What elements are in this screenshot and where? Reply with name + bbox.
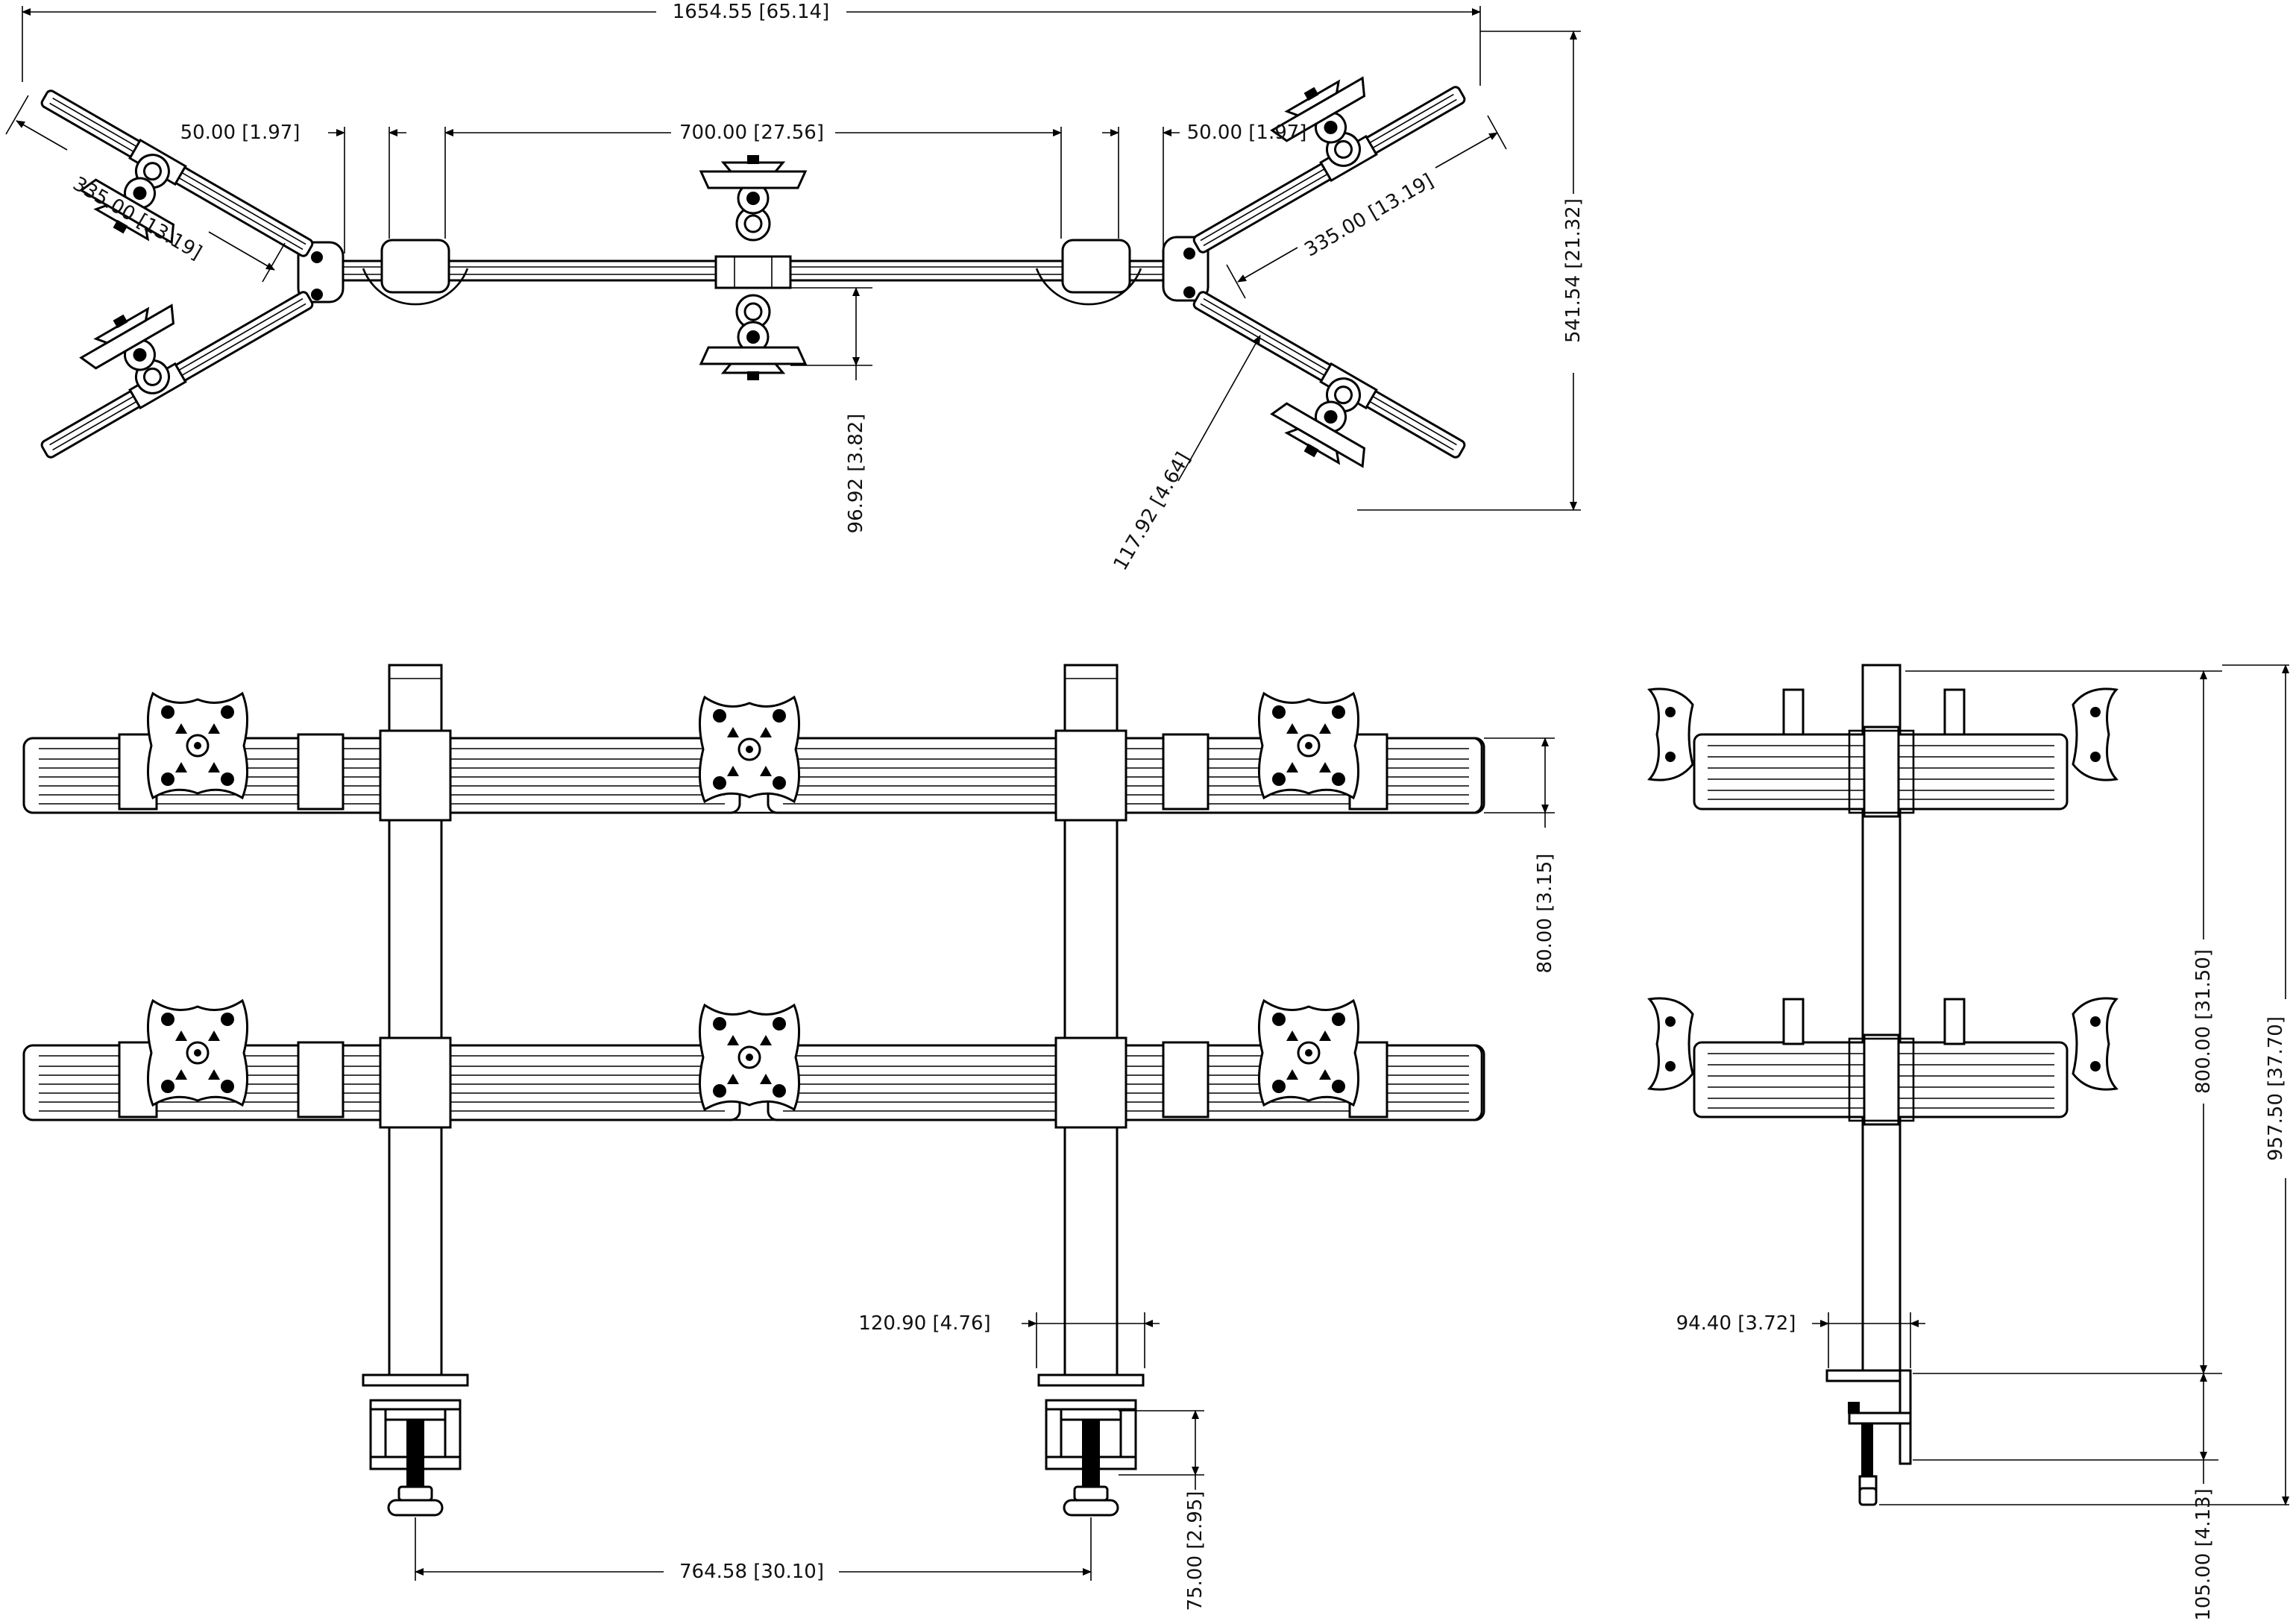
dim-side-depth: 117.92 [4.64] [1110,449,1195,575]
dim-clamp-depth: 75.00 [2.95] [1184,1491,1207,1611]
side-vesa-plate [2072,687,2118,781]
right-pole [1054,664,1127,1376]
vesa-plate [698,696,801,803]
top-view: 1654.55 [65.14] 700.00 [27.56] 50.00 [1.… [5,1,1585,574]
right-pole-base [1035,268,1142,306]
vesa-plate [146,692,249,799]
side-lower-rail [1693,1033,2069,1126]
right-upper-arm [1192,63,1466,254]
dim-left-offset: 50.00 [1.97] [180,122,301,144]
dim-pole-spacing-top: 700.00 [27.56] [679,122,824,144]
side-vesa-plate [2072,997,2118,1091]
dim-clamp-width-front: 120.90 [4.76] [858,1312,990,1335]
side-desk-clamp [1825,1369,1912,1506]
front-view: 80.00 [3.15] 120.90 [4.76] 764.58 [30.10… [22,664,1556,1611]
vesa-plate [1257,692,1360,799]
dim-overall-width: 1654.55 [65.14] [673,1,830,23]
dim-rail-height: 80.00 [3.15] [1534,854,1556,974]
dim-clamp-width-side: 94.40 [3.72] [1676,1312,1796,1335]
dim-pole-height: 800.00 [31.50] [2192,949,2215,1094]
left-upper-arm [40,89,314,258]
vesa-plate [146,999,249,1107]
dim-clamp-height: 105.00 [4.13] [2192,1488,2215,1620]
dim-overall-depth: 541.54 [21.32] [1562,198,1585,343]
side-view: 94.40 [3.72] 800.00 [31.50] 957.50 [37.7… [1648,664,2289,1621]
dim-overall-height: 957.50 [37.70] [2265,1016,2287,1161]
dim-right-offset: 50.00 [1.97] [1187,122,1307,144]
dim-clamp-spacing: 764.58 [30.10] [679,1561,824,1583]
right-joint [1162,236,1210,302]
dim-center-depth: 96.92 [3.82] [845,414,867,534]
left-pole [379,664,452,1376]
vesa-plate [1257,999,1360,1107]
side-vesa-plate [1648,687,1694,781]
left-lower-arm [40,290,314,459]
right-lower-arm [1192,291,1466,482]
rail-brackets [118,733,1388,1118]
left-desk-clamp [362,1373,469,1517]
side-vesa-plate [1648,997,1694,1091]
right-desk-clamp [1037,1373,1145,1517]
vesa-plate [698,1004,801,1111]
right-pole-clamp [1061,239,1131,294]
left-pole-base [362,268,469,306]
center-hub [714,255,792,289]
left-pole-clamp [380,239,450,294]
side-upper-rail [1693,726,2069,818]
left-joint [297,241,345,303]
